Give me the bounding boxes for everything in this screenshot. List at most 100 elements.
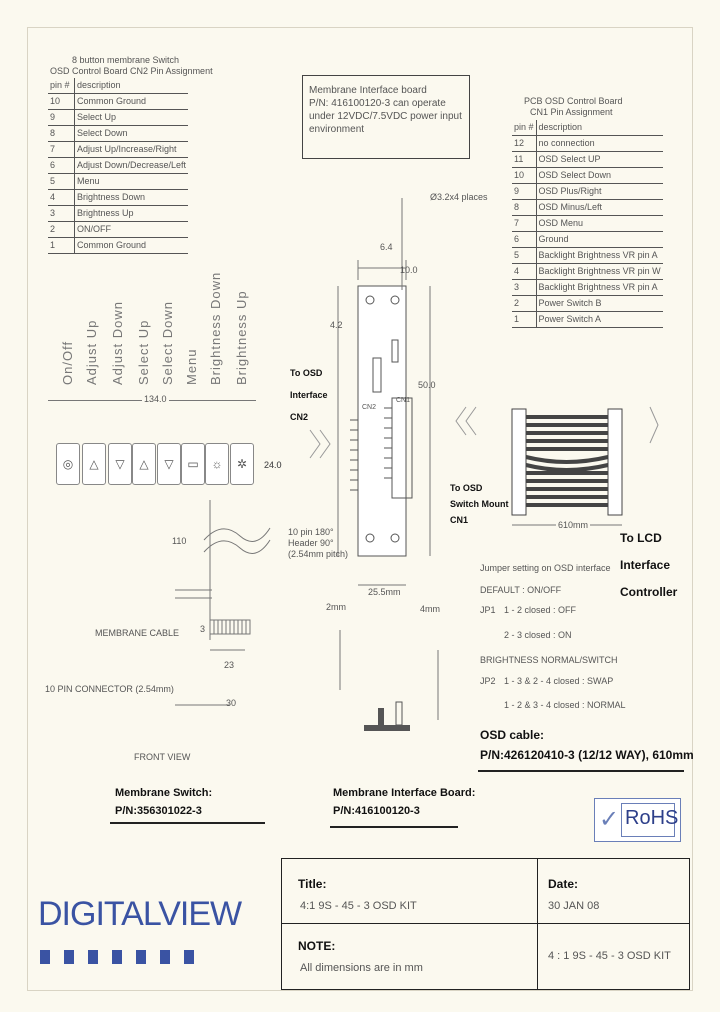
- table-cell: Adjust Up/Increase/Right: [74, 141, 189, 158]
- dim-110: 110: [172, 536, 187, 546]
- interface-board-pn: P/N:416100120-3: [333, 805, 420, 817]
- triangle-down-icon: ▽: [115, 457, 125, 471]
- label-line: (2.54mm pitch): [288, 549, 349, 559]
- table-cell: 7: [48, 141, 75, 158]
- triangle-down-icon: ▽: [164, 457, 174, 471]
- title-block: Title: 4:1 9S - 45 - 3 OSD KIT Date: 30 …: [281, 858, 690, 990]
- select-up-button: △: [132, 443, 156, 485]
- table-cell: 1: [48, 237, 75, 254]
- interface-note-box: Membrane Interface board P/N: 416100120-…: [302, 75, 470, 159]
- table-cell: OSD Plus/Right: [536, 183, 663, 200]
- table-header: pin #description: [48, 78, 189, 94]
- to-lcd-label: To LCD Interface Controller: [620, 525, 677, 606]
- dim-4-2: 4.2: [330, 320, 343, 330]
- label-line: To OSD: [290, 368, 323, 378]
- sun-small-icon: ☼: [211, 457, 223, 471]
- table-cell: 9: [48, 109, 75, 126]
- osd-cable-title: OSD cable:: [480, 728, 545, 742]
- to-osd-switch-label: To OSD Switch Mount CN1: [450, 480, 509, 528]
- adjust-down-button: ▽: [108, 443, 132, 485]
- dim-2mm: 2mm: [326, 602, 346, 612]
- table-cell: Backlight Brightness VR pin A: [536, 279, 663, 296]
- jumper-brightness: BRIGHTNESS NORMAL/SWITCH: [480, 655, 618, 665]
- jp2-opt-a: 1 - 3 & 2 - 4 closed : SWAP: [504, 676, 614, 686]
- dim-50: 50.0: [418, 380, 436, 390]
- menu-button: ▭: [181, 443, 205, 485]
- table-cell: Common Ground: [74, 237, 189, 254]
- table-cell: 10: [512, 167, 537, 184]
- label-line: To OSD: [450, 483, 483, 493]
- table-cell: 5: [512, 247, 537, 264]
- table-header: pin #description: [512, 120, 663, 136]
- interface-board-title: Membrane Interface Board:: [333, 787, 476, 799]
- table-cell: 8: [512, 199, 537, 216]
- button-label: Menu: [184, 348, 199, 385]
- table-cell: OSD Menu: [536, 215, 663, 232]
- onoff-button: ◎: [56, 443, 80, 485]
- dim-24b: 24.0: [264, 460, 282, 470]
- table-cell: 1: [512, 311, 537, 328]
- to-osd-interface-label: To OSD Interface CN2: [290, 362, 328, 428]
- button-label: Select Down: [160, 301, 175, 385]
- table-cell: Backlight Brightness VR pin A: [536, 247, 663, 264]
- label-line: Switch Mount: [450, 499, 509, 509]
- front-view-label: FRONT VIEW: [134, 752, 191, 762]
- pcb-table-subtitle: CN1 Pin Assignment: [530, 107, 613, 117]
- label-line: Interface: [290, 390, 328, 400]
- brightness-down-button: ☼: [205, 443, 229, 485]
- table-cell: 9: [512, 183, 537, 200]
- table-cell: 6: [48, 157, 75, 174]
- date-label: Date:: [548, 877, 579, 891]
- note-line: environment: [309, 124, 365, 135]
- table-cell: 4: [512, 263, 537, 280]
- label-line: CN2: [290, 412, 309, 422]
- table-cell: 11: [512, 151, 537, 168]
- table-cell: Brightness Down: [74, 189, 189, 206]
- adjust-up-button: △: [82, 443, 106, 485]
- table-cell: Menu: [74, 173, 189, 190]
- jp2-opt-b: 1 - 2 & 3 - 4 closed : NORMAL: [504, 700, 626, 710]
- table-cell: 2: [512, 295, 537, 312]
- table-cell: ON/OFF: [74, 221, 189, 238]
- header-cell: pin #: [48, 78, 75, 94]
- table-cell: Power Switch B: [536, 295, 663, 312]
- title-value: 4:1 9S - 45 - 3 OSD KIT: [300, 900, 417, 912]
- header-cell: pin #: [512, 120, 537, 136]
- dim-30: 30: [226, 698, 237, 708]
- cable-length-dim: 610mm: [556, 520, 591, 531]
- note-line: P/N: 416100120-3 can operate: [309, 98, 446, 109]
- dim-23: 23: [224, 660, 235, 670]
- sun-large-icon: ✲: [236, 457, 248, 471]
- table-cell: 7: [512, 215, 537, 232]
- table-cell: OSD Select Down: [536, 167, 663, 184]
- membrane-switch-title: Membrane Switch:: [115, 787, 213, 799]
- table-cell: Backlight Brightness VR pin W: [536, 263, 663, 280]
- membrane-table-subtitle: OSD Control Board CN2 Pin Assignment: [50, 66, 213, 76]
- table-cell: 4: [48, 189, 75, 206]
- rohs-badge: ✓ RoHS: [594, 798, 681, 842]
- triangle-up-icon: △: [139, 457, 149, 471]
- menu-icon: ▭: [187, 457, 199, 471]
- table-cell: Ground: [536, 231, 663, 248]
- table-cell: 8: [48, 125, 75, 142]
- label-line: Interface: [620, 558, 671, 572]
- cn1-label: CN1: [396, 397, 411, 404]
- select-down-button: ▽: [157, 443, 181, 485]
- button-label: Brightness Up: [234, 290, 249, 385]
- label-line: Controller: [620, 585, 678, 599]
- note-line: Membrane Interface board: [309, 85, 427, 96]
- note-line: under 12VDC/7.5VDC power input: [309, 111, 462, 122]
